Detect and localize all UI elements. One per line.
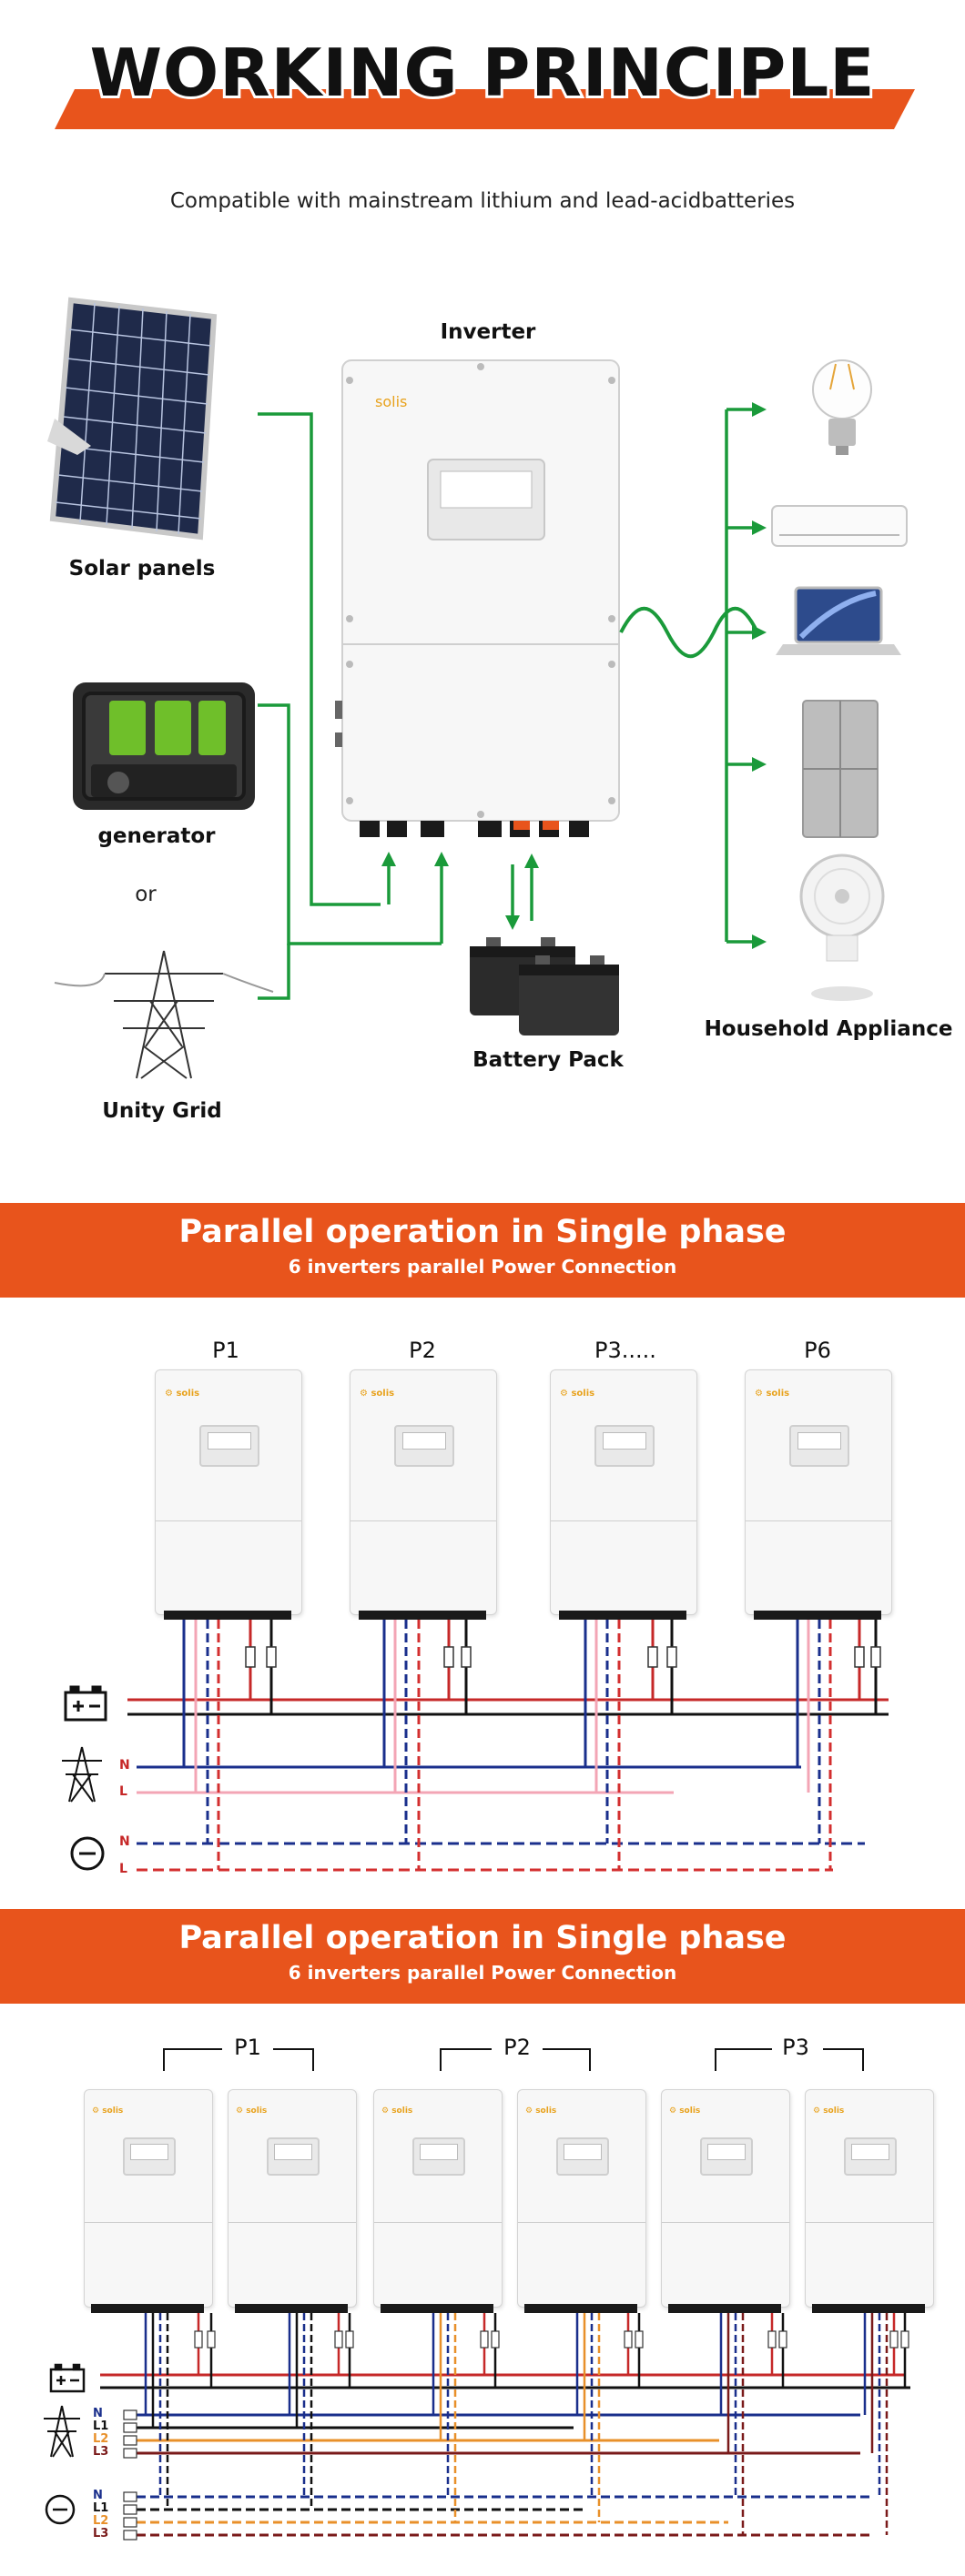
inverter-unit: ⚙ solis [745, 1369, 892, 1615]
unit-label-p1: P1 [212, 1338, 239, 1363]
load-icon [70, 1836, 105, 1871]
load-wire-label-l2: L2 [93, 2514, 109, 2528]
unit-label-p3: P3..... [594, 1338, 656, 1363]
household-appliance-label: Household Appliance [704, 1017, 953, 1041]
load-wire-label-n: N [93, 2489, 103, 2502]
generator-icon [73, 682, 255, 810]
unit-label-p2: P2 [409, 1338, 436, 1363]
wire-label-l: L [119, 1784, 127, 1799]
wire-label-l: L [119, 1862, 127, 1876]
flow-diagram [47, 297, 908, 1079]
inverter-unit: ⚙ solis [84, 2089, 213, 2308]
wire-label-n: N [119, 1834, 130, 1849]
battery-icon [64, 1685, 107, 1722]
battery-icon [49, 2363, 86, 2393]
inverter-label: Inverter [440, 320, 536, 344]
load-wire-label-l1: L1 [93, 2501, 109, 2515]
power-pylon-icon [54, 950, 274, 1079]
group-label-p2: P2 [503, 2035, 531, 2060]
section2-wiring [44, 2304, 925, 2541]
page-subtitle: Compatible with mainstream lithium and l… [169, 189, 796, 213]
inverter-unit: ⚙ solis [350, 1369, 497, 1615]
section2-title: Parallel operation in Single phase [178, 1920, 787, 1956]
solar-panels-label: Solar panels [68, 557, 216, 581]
grid-wire-label-n: N [93, 2407, 103, 2420]
grid-wire-label-l2: L2 [93, 2432, 109, 2446]
inverter-unit: ⚙ solis [805, 2089, 934, 2308]
page-title: WORKING PRINCIPLE [87, 32, 878, 114]
grid-wire-label-l1: L1 [93, 2419, 109, 2433]
flow-arrowheads [381, 402, 767, 949]
section1-banner: Parallel operation in Single phase 6 inv… [0, 1203, 965, 1298]
laptop-icon [776, 586, 901, 655]
inverter-brand-logo: solis [375, 393, 408, 410]
group-brackets [163, 2048, 864, 2071]
load-icon [45, 2494, 76, 2525]
wire-label-n: N [119, 1758, 130, 1773]
inverter-unit: ⚙ solis [517, 2089, 646, 2308]
air-conditioner-icon [771, 505, 908, 547]
group-label-p1: P1 [234, 2035, 261, 2060]
grid-pylon-icon [44, 2405, 80, 2458]
section2-subtitle: 6 inverters parallel Power Connection [288, 1962, 677, 1984]
section1-title: Parallel operation in Single phase [178, 1214, 787, 1250]
inverter-unit: ⚙ solis [661, 2089, 790, 2308]
inverter-unit: ⚙ solis [228, 2089, 357, 2308]
section1-subtitle: 6 inverters parallel Power Connection [288, 1256, 677, 1278]
fan-icon [799, 854, 885, 1001]
flow-lines [258, 408, 759, 1000]
unity-grid-label: Unity Grid [102, 1099, 222, 1123]
main-inverter-icon [335, 359, 620, 837]
generator-label: generator [97, 824, 216, 848]
battery-pack-icon [470, 937, 619, 1035]
inverter-unit: ⚙ solis [373, 2089, 503, 2308]
light-bulb-icon [812, 359, 872, 455]
solar-panel-icon [47, 297, 218, 540]
load-wire-label-l3: L3 [93, 2527, 109, 2541]
section2-banner: Parallel operation in Single phase 6 inv… [0, 1909, 965, 2004]
grid-wire-label-l3: L3 [93, 2445, 109, 2459]
unit-label-p6: P6 [804, 1338, 831, 1363]
refrigerator-icon [802, 700, 879, 838]
title-ribbon [55, 89, 915, 129]
or-label: or [135, 883, 157, 906]
inverter-unit: ⚙ solis [550, 1369, 697, 1615]
group-label-p3: P3 [782, 2035, 809, 2060]
battery-pack-label: Battery Pack [472, 1048, 624, 1072]
inverter-unit: ⚙ solis [155, 1369, 302, 1615]
section1-wiring [62, 1611, 889, 1872]
grid-pylon-icon [62, 1746, 102, 1803]
